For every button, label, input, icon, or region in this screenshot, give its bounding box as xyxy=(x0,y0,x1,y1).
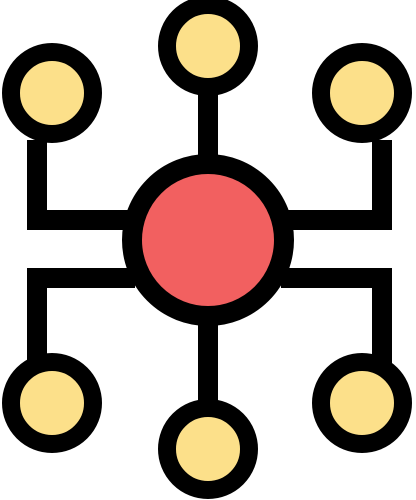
connector-bottom-right xyxy=(281,268,392,365)
bottom-left-node xyxy=(2,353,102,453)
bottom-right-node xyxy=(312,353,412,453)
center-node xyxy=(122,154,294,326)
top-right-node xyxy=(312,43,412,143)
top-center-node xyxy=(158,0,258,96)
top-left-node xyxy=(2,43,102,143)
bottom-center-node xyxy=(158,399,258,499)
connector-top-right xyxy=(281,140,392,230)
connector-bottom-left xyxy=(27,268,135,365)
connector-top-left xyxy=(27,140,135,230)
